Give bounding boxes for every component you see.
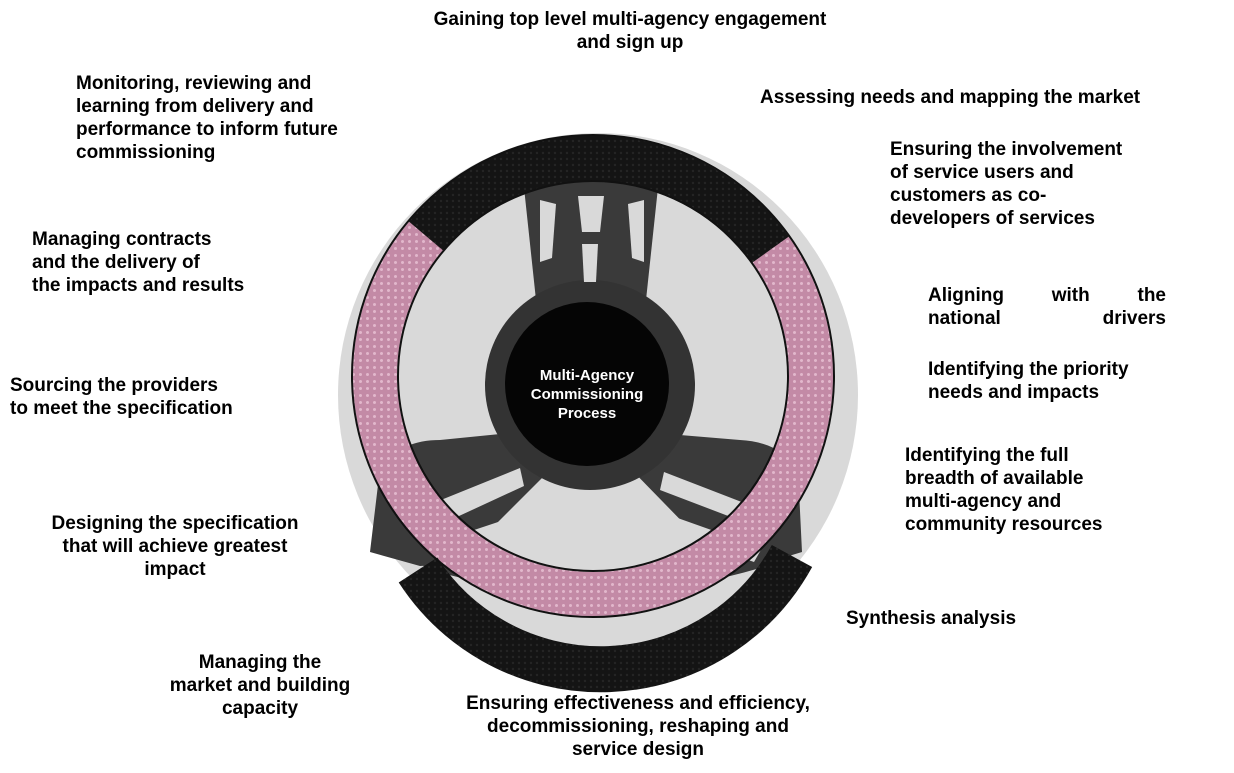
center-hub-label: Multi-Agency Commissioning Process: [530, 367, 644, 422]
step-identifying-priority: Identifying the priority needs and impac…: [928, 359, 1129, 403]
step-ensuring-involvement: Ensuring the involvement of service user…: [890, 139, 1123, 229]
step-managing-market: Managing the market and building capacit…: [169, 652, 351, 719]
step-identifying-breadth: Identifying the full breadth of availabl…: [905, 445, 1103, 535]
step-managing-contracts: Managing contracts and the delivery of t…: [32, 229, 245, 296]
step-sourcing-providers: Sourcing the providers to meet the speci…: [10, 375, 233, 419]
step-designing-specification: Designing the specification that will ac…: [51, 513, 299, 580]
center-hub: [505, 302, 669, 466]
step-aligning-drivers: Aligning with the national drivers: [928, 285, 1166, 329]
step-synthesis-analysis: Synthesis analysis: [846, 608, 1017, 629]
step-gaining-engagement: Gaining top level multi-agency engagemen…: [433, 9, 827, 53]
step-monitoring-reviewing: Monitoring, reviewing and learning from …: [76, 73, 338, 163]
step-ensuring-effectiveness: Ensuring effectiveness and efficiency, d…: [466, 693, 810, 760]
step-assessing-needs: Assessing needs and mapping the market: [760, 87, 1141, 108]
